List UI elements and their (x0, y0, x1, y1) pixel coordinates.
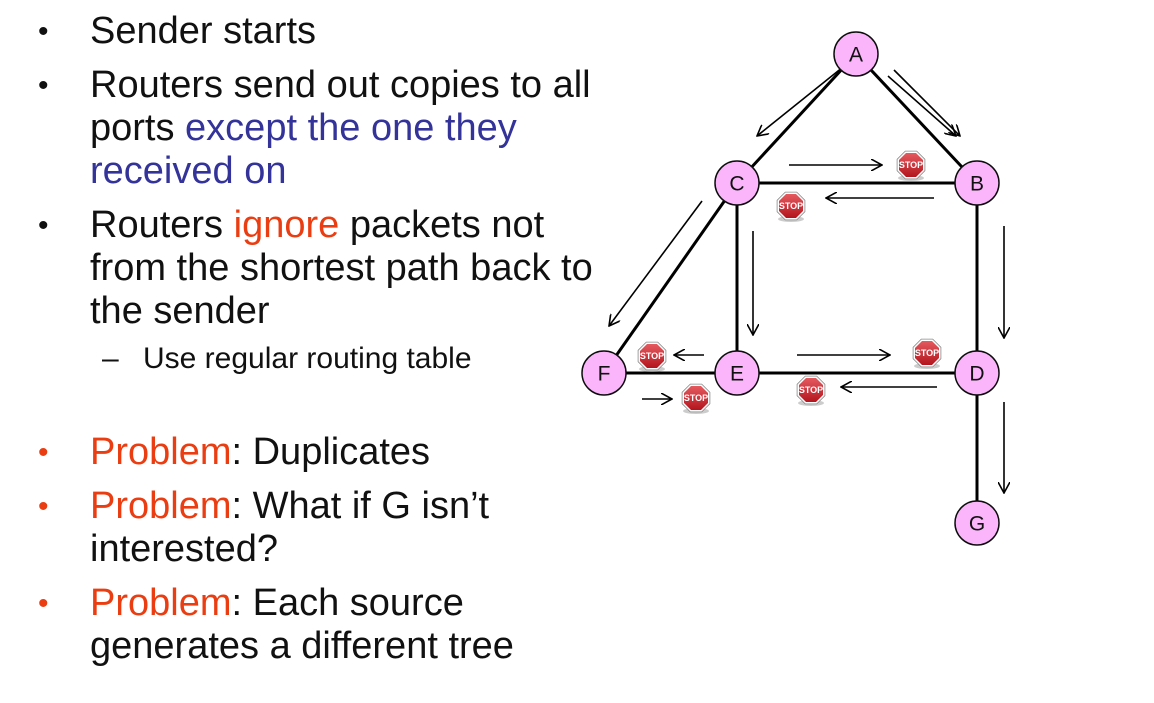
node-e: E (714, 350, 760, 396)
problem-label: Problem (90, 582, 232, 624)
stop-sign-label: STOP (779, 201, 803, 211)
problem-item: • Problem: Each source generates a differ… (38, 582, 598, 668)
stop-sign-icon: STOP (681, 383, 711, 414)
slide-text: • Sender starts • Routers send out copies t… (38, 10, 598, 668)
nodes-layer: A B C D E F G (581, 31, 1000, 546)
stop-sign-icon: STOP (912, 338, 942, 369)
node-label: F (598, 363, 611, 386)
node-circle (581, 350, 627, 396)
bullet-item: • Routers ignore packets not from the sho… (38, 204, 598, 333)
link-c-f (602, 182, 739, 374)
problem-label: Problem (90, 431, 232, 473)
problem-text: : Each source generates a different tree (90, 582, 514, 667)
bullet-text: except the one they received on (90, 107, 517, 192)
node-circle (954, 350, 1000, 396)
flood-arrow (609, 200, 703, 326)
node-label: B (970, 173, 984, 196)
node-a: A (833, 31, 879, 77)
flood-arrow (757, 66, 844, 136)
bullet-text: ignore (233, 204, 340, 246)
bullet-dot: • (38, 15, 49, 48)
sub-bullet-dash: – (102, 342, 119, 375)
problem-label: Problem (90, 485, 232, 527)
stop-sign-label: STOP (684, 393, 708, 403)
node-label: C (729, 173, 744, 196)
bullet-dot: • (38, 69, 49, 102)
bullet-dot: • (38, 436, 49, 469)
bullet-list: • Sender starts • Routers send out copies t… (38, 10, 598, 668)
stops-layer: STOP STOP STOP STOP STOP STOP (637, 150, 942, 414)
problem-text: : What if G isn’t interested? (90, 485, 490, 570)
stop-sign-icon: STOP (896, 150, 926, 181)
stop-sign-icon: STOP (796, 375, 826, 406)
node-circle (954, 160, 1000, 206)
sub-bullet-text: Use regular routing table (143, 342, 472, 375)
node-circle (714, 160, 760, 206)
problem-text: : Duplicates (231, 431, 431, 473)
node-g: G (954, 500, 1000, 546)
node-c: C (714, 160, 760, 206)
link-a-b (854, 52, 979, 185)
node-b: B (954, 160, 1000, 206)
bullet-item: • Routers send out copies to all ports ex… (38, 64, 598, 193)
bullet-text: Sender starts (90, 10, 316, 52)
node-label: D (969, 363, 984, 386)
stop-sign-label: STOP (899, 160, 923, 170)
bullet-dot: • (38, 209, 49, 242)
node-circle (833, 31, 879, 77)
link-a-c (735, 52, 858, 185)
stop-sign-label: STOP (640, 351, 664, 361)
stop-sign-icon: STOP (776, 191, 806, 222)
node-label: G (969, 513, 985, 536)
node-circle (714, 350, 760, 396)
stop-sign-label: STOP (799, 385, 823, 395)
problem-item: • Problem: What if G isn’t interested? (38, 485, 598, 571)
problem-item: • Problem: Duplicates (38, 431, 598, 474)
node-label: E (730, 363, 744, 386)
bullet-item: • Sender starts (38, 10, 598, 53)
bullet-text: Routers (90, 204, 234, 246)
flood-arrow (887, 75, 956, 136)
bullet-text: Routers send out copies to all ports (90, 64, 591, 149)
arrows-layer (609, 66, 1004, 493)
bullet-text: packets not from the shortest path back … (90, 204, 593, 332)
bullet-dot: • (38, 490, 49, 523)
node-label: A (849, 44, 863, 67)
node-circle (954, 500, 1000, 546)
node-d: D (954, 350, 1000, 396)
stop-sign-label: STOP (915, 348, 939, 358)
links-layer (602, 52, 979, 523)
stop-sign-icon: STOP (637, 341, 667, 372)
sub-bullet-item: –Use regular routing table (38, 339, 598, 379)
bullet-dot: • (38, 587, 49, 620)
node-f: F (581, 350, 627, 396)
